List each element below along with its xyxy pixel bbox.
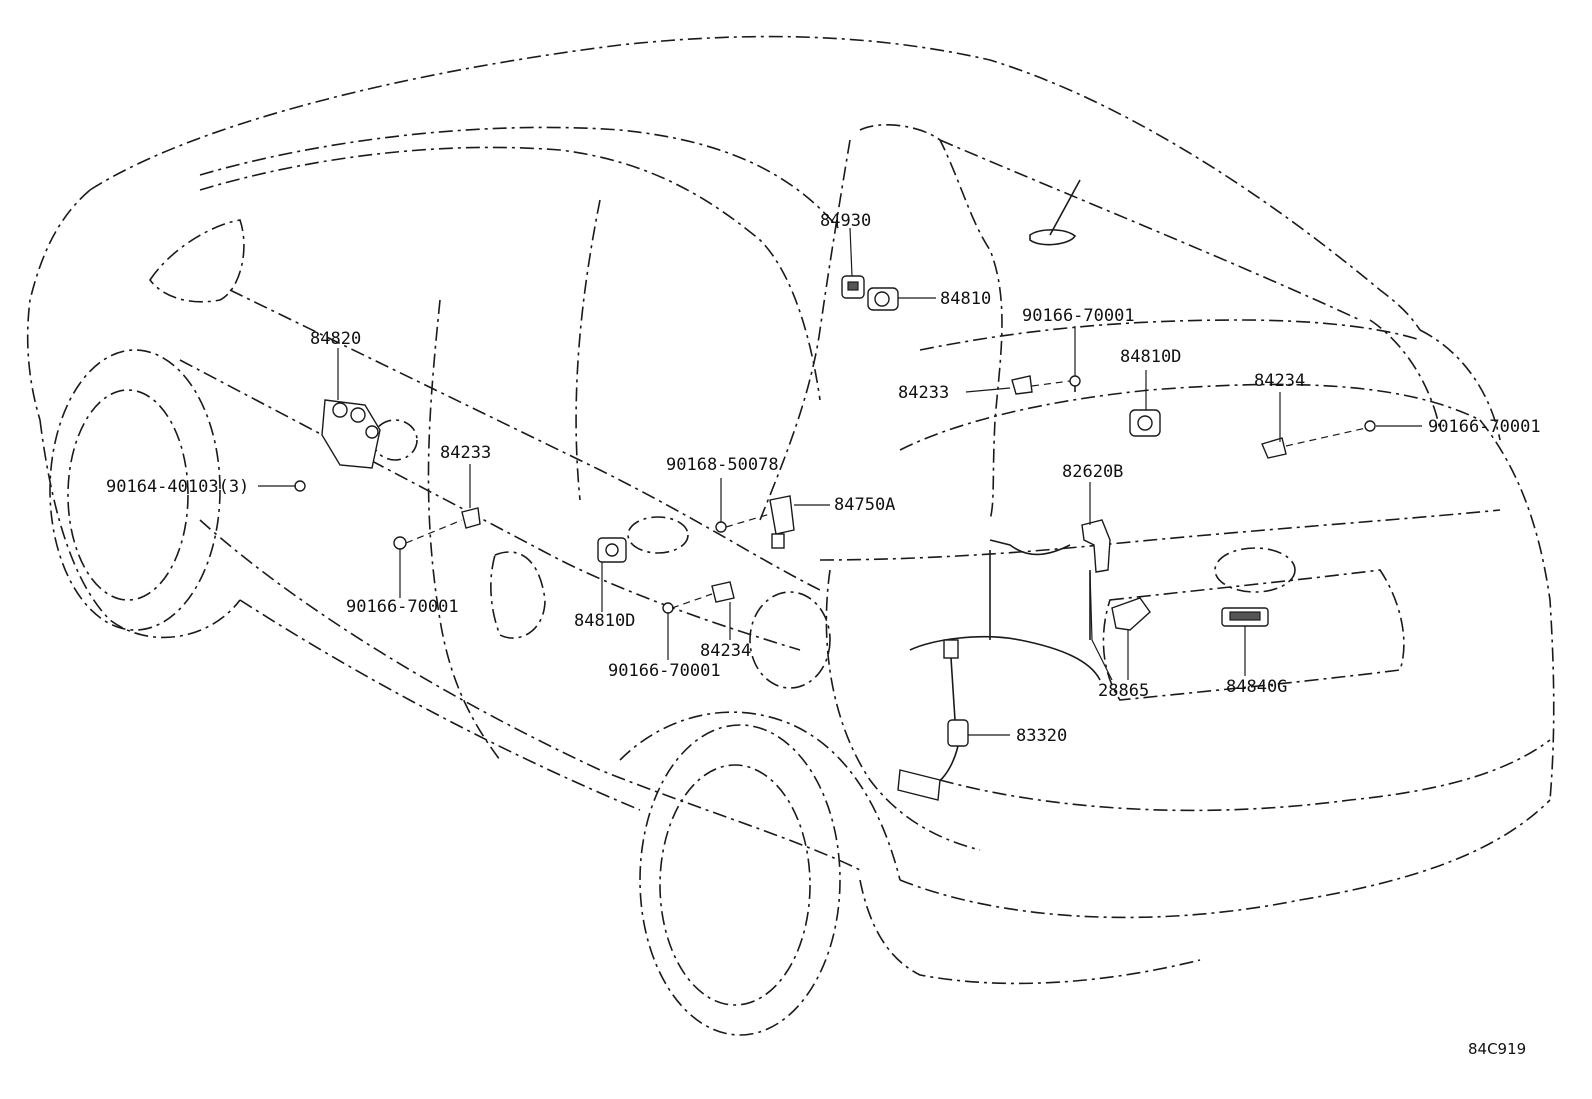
label-84750A: 84750A	[834, 495, 895, 515]
part-84810D-left	[597, 537, 627, 563]
label-82620B: 82620B	[1062, 462, 1123, 482]
label-84234-mid: 84234	[700, 641, 751, 661]
part-84750A	[769, 495, 795, 549]
screw-90168	[715, 521, 727, 533]
part-84810D-right	[1129, 409, 1161, 437]
label-84820: 84820	[310, 329, 361, 349]
label-90166-top-right: 90166-70001	[1022, 306, 1135, 326]
label-84810: 84810	[940, 289, 991, 309]
label-84233-left: 84233	[440, 443, 491, 463]
part-82620B	[1081, 519, 1111, 573]
part-28865	[1111, 597, 1151, 631]
screw-90164	[294, 480, 306, 492]
screw-90166-left	[393, 536, 407, 550]
label-90164: 90164-40103(3)	[106, 477, 249, 497]
label-84233-right: 84233	[898, 383, 949, 403]
label-28865: 28865	[1098, 681, 1149, 701]
diagram-code: 84C919	[1468, 1040, 1526, 1058]
label-90166-left: 90166-70001	[346, 597, 459, 617]
part-84930	[841, 275, 865, 299]
part-84234-right	[1261, 437, 1287, 459]
part-84820	[321, 399, 381, 469]
antenna	[1029, 179, 1081, 246]
screw-90166-far-right	[1364, 420, 1376, 432]
label-84810D-left: 84810D	[574, 611, 635, 631]
label-84840G: 84840G	[1226, 677, 1287, 697]
screw-90166-mid	[662, 602, 674, 614]
part-84233-left	[461, 507, 481, 529]
label-90166-far-right: 90166-70001	[1428, 417, 1541, 437]
car-body-outline	[26, 35, 1555, 1036]
part-84234-mid	[711, 581, 735, 603]
part-labels: 84930 84810 90166-70001 84810D 84233 842…	[106, 211, 1541, 1058]
part-84810	[867, 287, 899, 311]
part-84840G	[1221, 607, 1269, 627]
label-83320: 83320	[1016, 726, 1067, 746]
label-84234-right: 84234	[1254, 371, 1305, 391]
part-83320	[897, 639, 969, 801]
label-90166-mid: 90166-70001	[608, 661, 721, 681]
screw-90166-top-right	[1069, 375, 1081, 392]
label-84810D-right: 84810D	[1120, 347, 1181, 367]
label-84930: 84930	[820, 211, 871, 231]
label-90168: 90168-50078	[666, 455, 779, 475]
leader-lines	[258, 227, 1422, 736]
part-84233-right	[1011, 375, 1033, 395]
